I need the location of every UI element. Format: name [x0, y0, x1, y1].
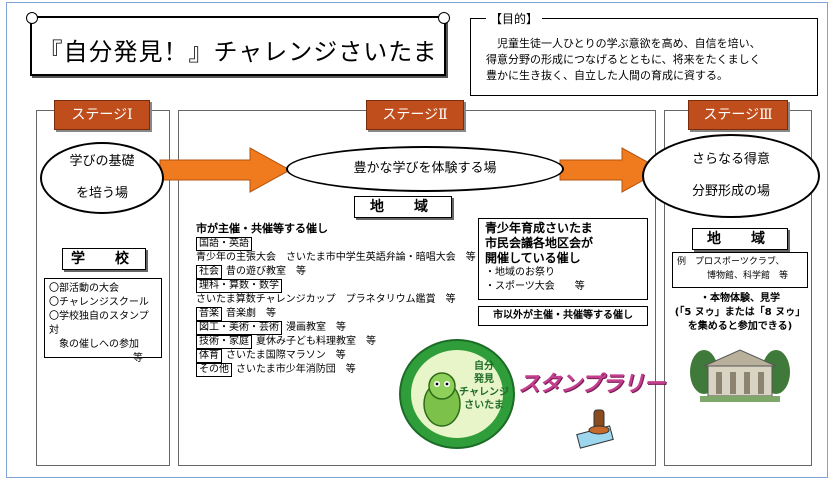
- stage2-banner: ステージⅡ: [366, 100, 464, 130]
- list-item: 等: [133, 353, 143, 364]
- city-row: 音楽音楽劇 等: [196, 307, 476, 321]
- category-tag: その他: [196, 363, 232, 377]
- museum-icon: [690, 349, 790, 402]
- stage1-label: 学 校: [62, 248, 146, 270]
- category-tag: 理科・算数・数学: [196, 279, 282, 293]
- category-tag: 体育: [196, 349, 222, 363]
- stage3-example-box: 例 プロスポーツクラブ、 博物館、科学館 等: [672, 252, 808, 288]
- list-item: 〇部活動の大会: [49, 283, 119, 294]
- challenge-badge: 自分 発見 チャレンジ さいたま: [398, 338, 516, 450]
- city-row: 国語・英語: [196, 237, 476, 251]
- city-row: 体育さいたま国際マラソン 等: [196, 349, 476, 363]
- oval-line: 分野形成の場: [691, 184, 770, 199]
- purpose-line: 得意分野の形成につなげるとともに、将来をたくましく: [486, 53, 761, 66]
- city-events: 市が主催・共催等する催し 国語・英語 青少年の主張大会 さいたま市中学生英語弁論…: [196, 222, 476, 377]
- stage1-list: 〇部活動の大会 〇チャレンジスクール 〇学校独自のスタンプ対 象の催しへの参加 …: [44, 278, 162, 364]
- oval-line: を培う場: [75, 186, 128, 201]
- city-row: その他さいたま市少年消防団 等: [196, 363, 476, 377]
- list-item: 〇チャレンジスクール: [49, 297, 149, 308]
- stage3-label: 地 域: [692, 228, 788, 250]
- category-tag: 社会: [196, 265, 222, 279]
- stage2-label: 地 域: [354, 196, 452, 218]
- category-tag: 国語・英語: [196, 237, 252, 251]
- list-item: 象の催しへの参加: [49, 339, 139, 350]
- badge-graphic: [399, 339, 515, 449]
- arrow-stage1-to-stage2: [159, 147, 292, 193]
- city-events-heading: 市が主催・共催等する催し: [196, 222, 328, 235]
- city-row: 図工・美術・芸術漫画教室 等: [196, 321, 476, 335]
- city-row: 理科・算数・数学: [196, 279, 476, 293]
- example-line: 例 プロスポーツクラブ、: [677, 257, 785, 267]
- category-tag: 図工・美術・芸術: [196, 321, 282, 335]
- city-row: 青少年の主張大会 さいたま市中学生英語弁論・暗唱大会 等: [196, 251, 476, 265]
- oval-line: 豊かな学びを体験する場: [353, 161, 497, 176]
- badge-line: チャレンジ: [459, 387, 509, 398]
- city-row: 技術・家庭夏休み子ども料理教室 等: [196, 335, 476, 349]
- city-row-text: さいたま算数チャレンジカップ プラネタリウム鑑賞 等: [196, 294, 456, 305]
- purpose-label: 【目的】: [486, 10, 543, 27]
- badge-line: さいたま: [464, 400, 504, 411]
- stage1-banner: ステージⅠ: [54, 100, 150, 130]
- youth-item: ・スポーツ大会 等: [485, 281, 585, 292]
- badge-text: 自分 発見 チャレンジ さいたま: [458, 360, 510, 412]
- note-line: ・本物体験、見学: [700, 293, 780, 304]
- purpose-text: 児童生徒一人ひとりの学ぶ意欲を高め、自信を培い、 得意分野の形成につなげるととも…: [486, 36, 812, 84]
- youth-events-box: 青少年育成さいたま 市民会議各地区会が 開催している催し ・地域のお祭り ・スポ…: [478, 218, 648, 300]
- youth-heading-line: 青少年育成さいたま: [485, 221, 593, 235]
- scroll-curl-right: [438, 12, 450, 24]
- city-row-text: 青少年の主張大会 さいたま市中学生英語弁論・暗唱大会 等: [196, 252, 476, 263]
- category-tag: 技術・家庭: [196, 335, 252, 349]
- city-row-text: さいたま国際マラソン 等: [226, 350, 346, 361]
- youth-heading-line: 開催している催し: [485, 251, 581, 265]
- list-item: 〇学校独自のスタンプ対: [49, 311, 149, 336]
- youth-heading-line: 市民会議各地区会が: [485, 236, 594, 250]
- purpose-line: 豊かに生き抜く、自立した人間の育成に資する。: [486, 69, 728, 82]
- badge-line: 自分: [474, 361, 494, 372]
- scroll-curl-left: [26, 12, 38, 24]
- city-row-text: 漫画教室 等: [286, 322, 346, 333]
- title-scroll: 『自分発見！』チャレンジさいたま: [26, 12, 450, 76]
- example-line: 博物館、科学館 等: [707, 271, 789, 281]
- stamp-icon: [576, 409, 614, 449]
- city-row: 社会昔の遊び教室 等: [196, 265, 476, 279]
- category-tag: 音楽: [196, 307, 222, 321]
- youth-item: ・地域のお祭り: [485, 267, 555, 278]
- city-row-text: さいたま市少年消防団 等: [236, 364, 356, 375]
- city-row: さいたま算数チャレンジカップ プラネタリウム鑑賞 等: [196, 293, 476, 307]
- stamp-rally-title: スタンプラリー: [518, 371, 665, 397]
- note-line: を集めると参加できる): [687, 321, 793, 332]
- outside-events-box: 市以外が主催・共催等する催し: [478, 306, 648, 326]
- stage3-note: ・本物体験、見学 (「5 ヌゥ」または「8 ヌゥ」 を集めると参加できる): [668, 292, 812, 334]
- city-row-text: 夏休み子ども料理教室 等: [256, 336, 376, 347]
- stage3-banner: ステージⅢ: [688, 100, 788, 130]
- badge-line: 発見: [474, 374, 494, 385]
- stage1-oval: 学びの基礎 を培う場: [40, 142, 164, 214]
- youth-heading: 青少年育成さいたま 市民会議各地区会が 開催している催し: [485, 221, 641, 266]
- outer-frame: [6, 2, 828, 478]
- oval-line: さらなる得意: [691, 152, 770, 167]
- stage2-oval: 豊かな学びを体験する場: [286, 146, 564, 192]
- stage3-oval: さらなる得意 分野形成の場: [642, 134, 820, 218]
- city-row-text: 音楽劇 等: [226, 308, 276, 319]
- oval-line: 学びの基礎: [69, 154, 135, 169]
- page-title: 『自分発見！』チャレンジさいたま: [38, 38, 438, 66]
- purpose-line: 児童生徒一人ひとりの学ぶ意欲を高め、自信を培い、: [486, 37, 761, 50]
- note-line: (「5 ヌゥ」または「8 ヌゥ」: [674, 307, 806, 318]
- purpose-box: [470, 18, 818, 96]
- city-row-text: 昔の遊び教室 等: [226, 266, 306, 277]
